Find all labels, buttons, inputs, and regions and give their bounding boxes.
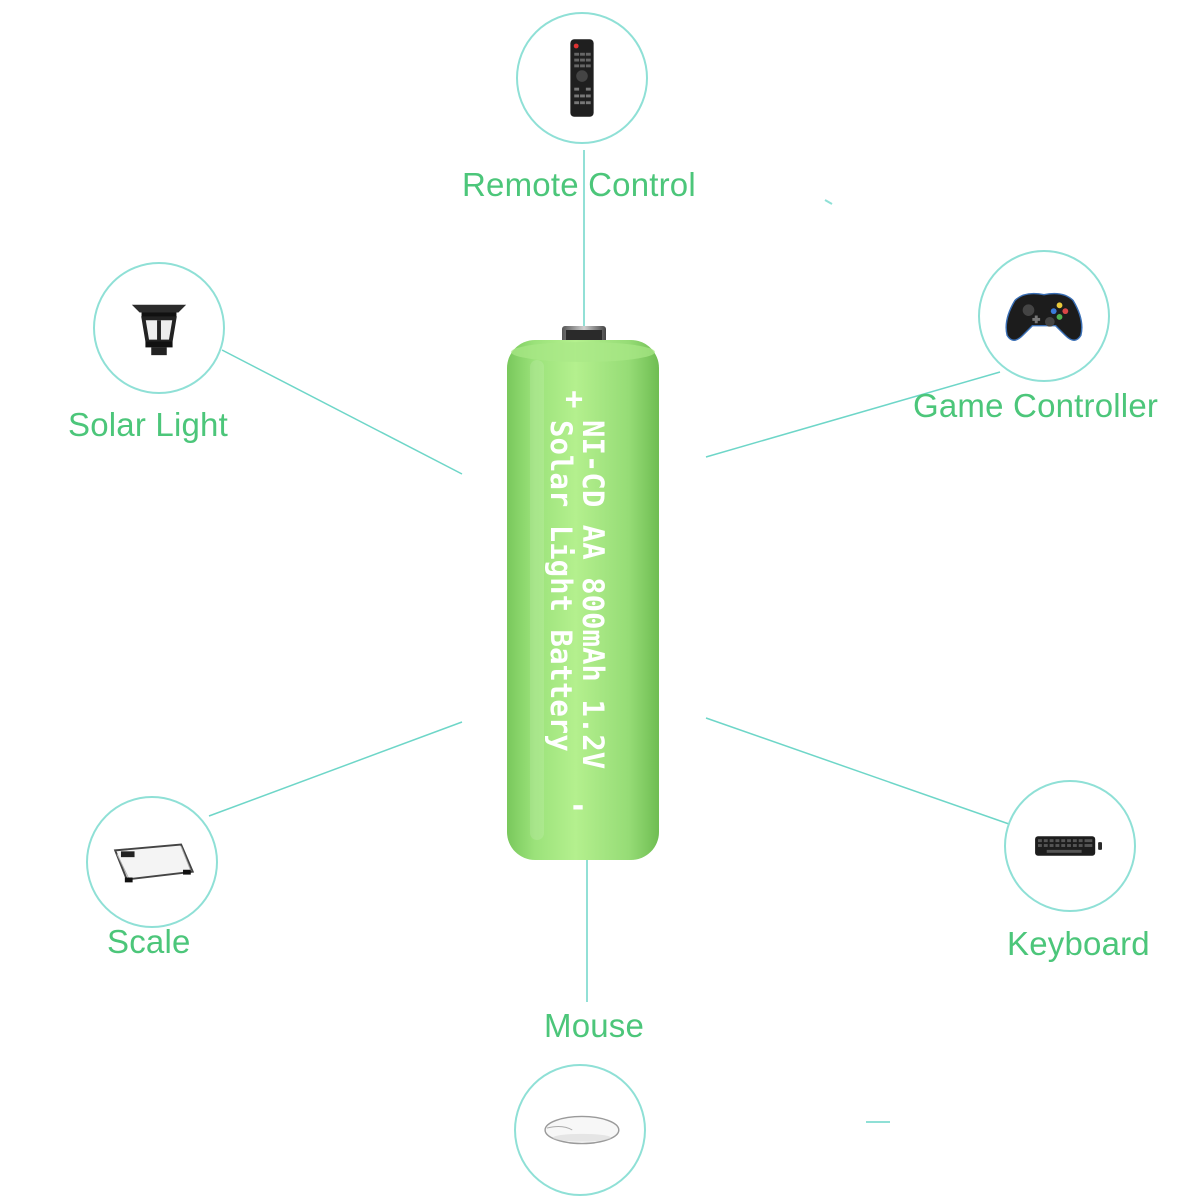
game-controller-circle (978, 250, 1110, 382)
solar-light-circle (93, 262, 225, 394)
solar-light-icon (131, 304, 187, 356)
application-label-scale: Scale (107, 923, 191, 960)
connector-solar-light (221, 349, 463, 475)
battery-label: + NI-CD AA 800mAh 1.2V Solar Light Batte… (539, 385, 619, 824)
game-controller-icon (1005, 292, 1083, 341)
application-label-keyboard: Keyboard (1007, 925, 1150, 962)
connector-game-controller (705, 371, 1001, 458)
battery-spec-text: NI-CD AA 800mAh 1.2V (576, 420, 610, 770)
remote-control-circle (516, 12, 648, 144)
application-label-solar-light: Solar Light (68, 406, 228, 443)
scale-icon (113, 843, 195, 883)
application-label-mouse: Mouse (544, 1007, 645, 1044)
scale-circle (86, 796, 218, 928)
application-label-game-controller: Game Controller (913, 387, 1159, 424)
battery-name-text: Solar Light Battery (544, 420, 578, 752)
battery-plus-sign: + (565, 382, 584, 417)
keyboard-icon (1035, 836, 1102, 856)
battery-minus-sign: - (569, 789, 588, 824)
application-label-remote-control: Remote Control (462, 166, 696, 203)
remote-control-icon (570, 39, 594, 117)
connector-scale (208, 721, 463, 817)
connector-keyboard (705, 717, 1010, 825)
keyboard-circle (1004, 780, 1136, 912)
battery-body (507, 340, 659, 860)
mouse-circle (514, 1064, 646, 1196)
mouse-icon (544, 1115, 620, 1145)
decor-tick (824, 199, 833, 205)
